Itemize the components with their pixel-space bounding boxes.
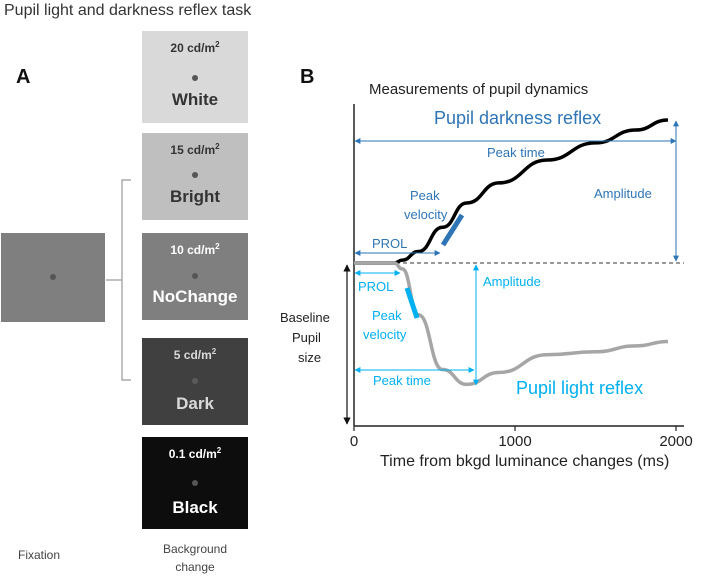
light-reflex-label: Pupil light reflex [516, 378, 643, 398]
fixation-dot [50, 274, 56, 280]
light-amplitude-label: Amplitude [483, 274, 541, 289]
light-peak-time-label: Peak time [373, 373, 431, 388]
fixation-dot [192, 480, 198, 486]
x-axis-label: Time from bkgd luminance changes (ms) [380, 453, 669, 470]
light-velocity-segment [404, 287, 420, 319]
condition-name: Black [172, 498, 218, 517]
darkness-prol-label: PROL [372, 236, 407, 251]
luminance-label: 20 cd/m2 [170, 40, 220, 55]
darkness-velocity-segment [440, 213, 465, 247]
luminance-label: 15 cd/m2 [170, 142, 220, 157]
panel-a-letter: A [16, 66, 31, 88]
darkness-peak-velocity-line1: Peak [410, 188, 440, 203]
x-tick-label: 1000 [498, 433, 531, 450]
light-peak-velocity-line1: Peak [372, 308, 402, 323]
luminance-label: 0.1 cd/m2 [168, 446, 222, 461]
fixation-caption: Fixation [18, 548, 61, 562]
fixation-dot [192, 172, 198, 178]
background-caption-line2: change [175, 560, 215, 574]
luminance-label: 5 cd/m2 [173, 347, 217, 362]
chart-subtitle: Measurements of pupil dynamics [369, 81, 588, 98]
fixation-dot [192, 273, 198, 279]
darkness-peak-time-label: Peak time [487, 145, 545, 160]
light-prol-label: PROL [358, 279, 393, 294]
darkness-amplitude-label: Amplitude [594, 186, 652, 201]
condition-name: Dark [176, 394, 214, 413]
panel-b-letter: B [300, 66, 315, 88]
condition-name: Bright [169, 187, 221, 206]
baseline-label-line2: Pupil [292, 330, 321, 345]
baseline-label-line3: size [298, 350, 321, 365]
darkness-peak-velocity-line2: velocity [404, 207, 448, 222]
x-tick-label: 0 [350, 433, 358, 450]
x-ticks: 0 1000 2000 [350, 426, 693, 450]
background-change-caption: Background change [142, 540, 248, 576]
fixation-screen [1, 233, 105, 322]
condition-name: White [171, 90, 219, 109]
x-tick-label: 2000 [659, 433, 692, 450]
main-title: Pupil light and darkness reflex task [4, 2, 252, 19]
background-caption-line1: Background [162, 542, 228, 556]
condition-name: NoChange [152, 287, 238, 306]
fixation-dot [192, 378, 198, 384]
baseline-label-line1: Baseline [280, 310, 330, 325]
light-reflex-curve [354, 261, 668, 387]
darkness-reflex-label: Pupil darkness reflex [434, 108, 601, 128]
fixation-dot [192, 75, 198, 81]
light-peak-velocity-line2: velocity [363, 327, 407, 342]
luminance-label: 10 cd/m2 [170, 242, 220, 257]
